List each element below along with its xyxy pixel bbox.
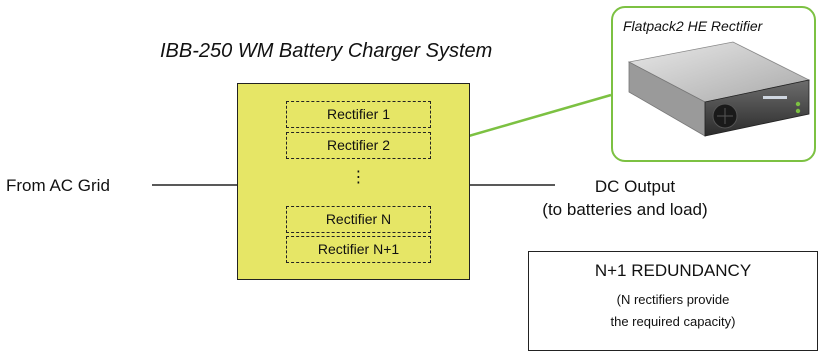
- rectifier-n-plus-1-box: Rectifier N+1: [286, 236, 431, 263]
- dc-output-label: DC Output: [594, 177, 676, 196]
- dc-output-sublabel: (to batteries and load): [542, 200, 708, 219]
- redundancy-line-2: the required capacity): [610, 314, 736, 329]
- product-photo-title: Flatpack2 HE Rectifier: [623, 18, 763, 34]
- ellipsis-vertical: ⋮: [350, 169, 367, 186]
- redundancy-line-1: (N rectifiers provide: [616, 292, 730, 307]
- rectifier-2-box: Rectifier 2: [286, 132, 431, 159]
- redundancy-info-box: N+1 REDUNDANCY (N rectifiers provide the…: [528, 251, 818, 351]
- rectifier-n-box: Rectifier N: [286, 206, 431, 233]
- redundancy-title: N+1 REDUNDANCY: [594, 261, 752, 280]
- rectifier-1-box: Rectifier 1: [286, 101, 431, 128]
- diagram-title: IBB-250 WM Battery Charger System: [160, 40, 493, 62]
- charger-system-box: Rectifier 1 Rectifier 2 ⋮ Rectifier N Re…: [237, 83, 470, 280]
- ac-input-label: From AC Grid: [6, 176, 110, 195]
- rectifier-module-image: [627, 41, 811, 137]
- product-photo-callout: Flatpack2 HE Rectifier: [611, 6, 816, 162]
